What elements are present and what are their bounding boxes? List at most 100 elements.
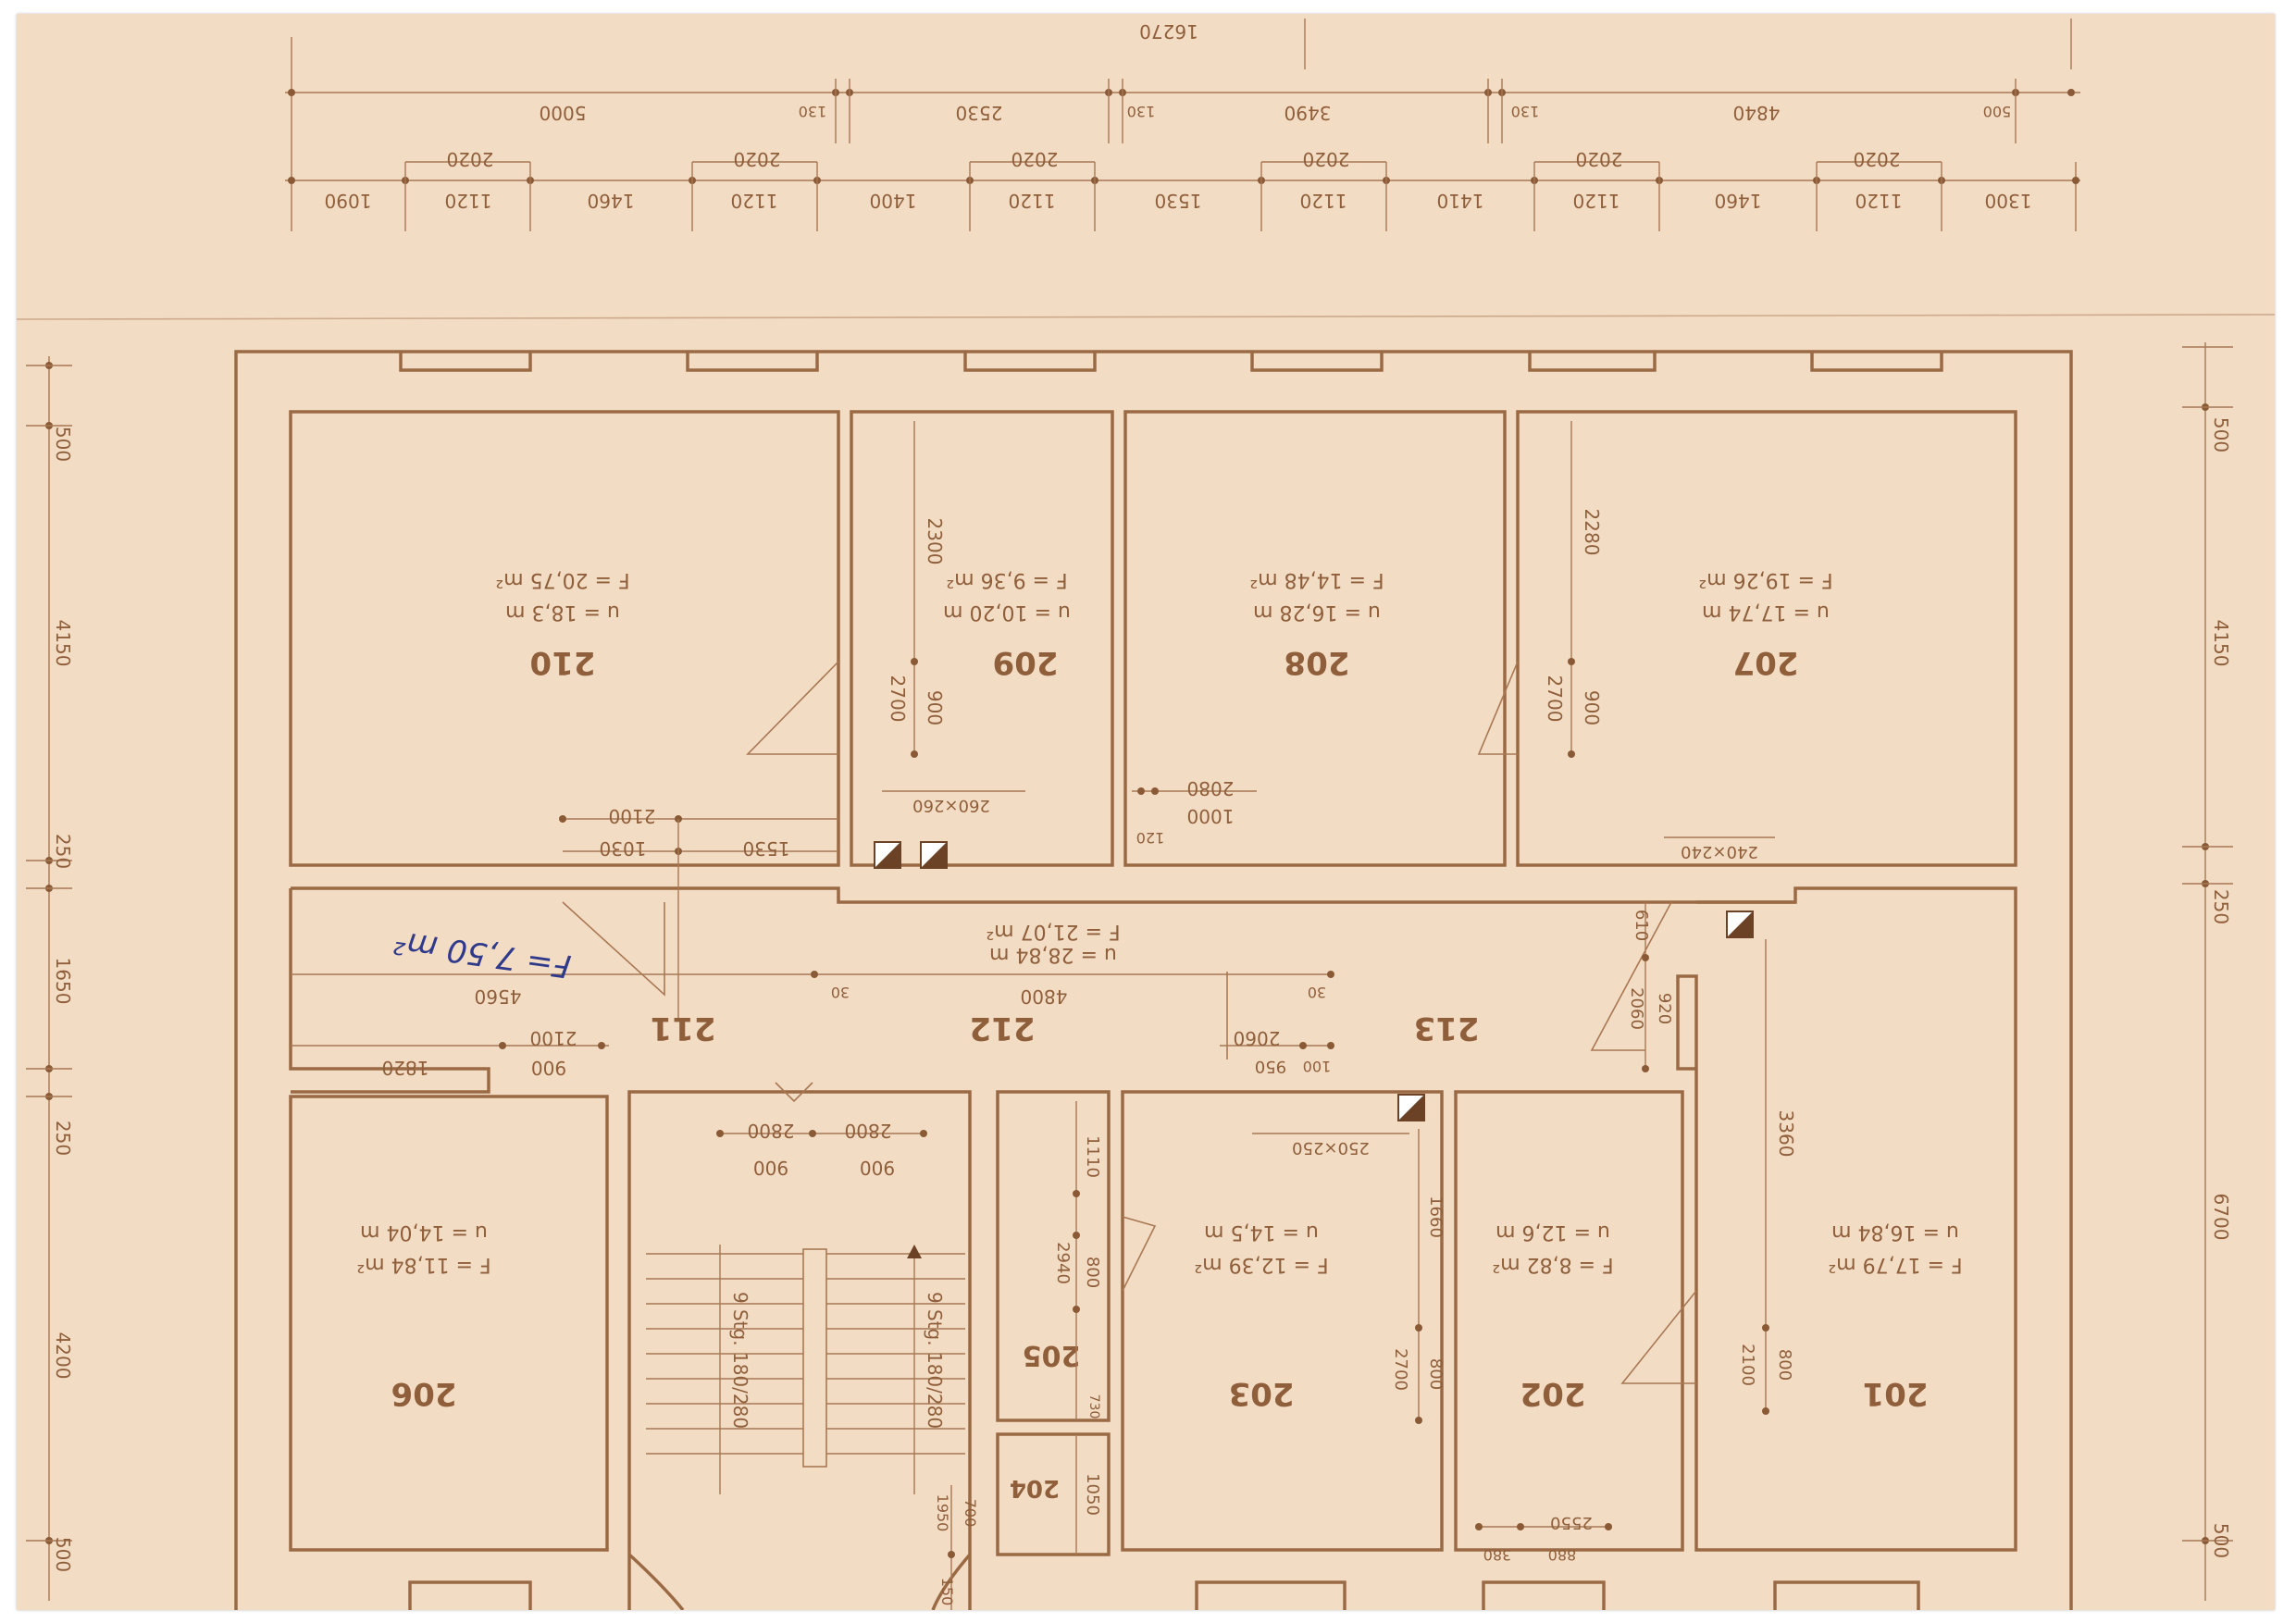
room-number: 208 — [1285, 644, 1350, 681]
room-203: 203 F = 12,39 m² u = 14,5 m — [1194, 1220, 1328, 1412]
dim-240: 240×240 — [1681, 842, 1758, 861]
left-dim-2: 250 — [52, 834, 74, 869]
dim-2700-a: 2700 — [887, 675, 909, 723]
dim-3360: 3360 — [1775, 1110, 1797, 1158]
dim-2940: 2940 — [1053, 1242, 1073, 1284]
right-dimension-chain: 500 4150 250 6700 500 — [2182, 342, 2233, 1601]
dim-2700-c: 2700 — [1391, 1348, 1410, 1391]
dim-1660: 1660 — [1426, 1196, 1446, 1238]
room-area: F = 17,79 m² — [1828, 1253, 1962, 1276]
room-202: 202 F = 8,82 m² u = 12,6 m — [1492, 1220, 1613, 1412]
stairs-right-label: 9 Stg. 180/280 — [924, 1292, 946, 1429]
left-dim-6: 500 — [52, 1537, 74, 1572]
room-number: 211 — [651, 1010, 716, 1047]
dim-4560: 4560 — [475, 985, 522, 1008]
dim-900-b: 900 — [1581, 690, 1603, 725]
dim-top1-4: 3490 — [1285, 102, 1332, 124]
dim-2100-a: 2100 — [609, 805, 656, 827]
dim-900-a: 900 — [924, 690, 946, 725]
room-205: 205 — [1023, 1339, 1081, 1371]
dim-top1-7: 500 — [1983, 103, 2012, 120]
room-number: 201 — [1863, 1375, 1929, 1412]
dim-730: 730 — [1086, 1394, 1101, 1419]
dim-2060: 2060 — [1234, 1027, 1281, 1049]
dim-top2-10: 1460 — [1715, 190, 1762, 212]
top-dimension-chain-1: 16270 5000 130 2530 130 3490 130 4840 50… — [285, 19, 2080, 231]
dim-610: 610 — [1632, 910, 1651, 941]
room-208: 208 F = 14,48 m² u = 16,28 m — [1249, 568, 1384, 681]
left-dim-3: 1650 — [52, 958, 74, 1005]
room-number: 202 — [1520, 1375, 1586, 1412]
dim-1530: 1530 — [743, 837, 790, 860]
vent-shafts — [874, 841, 1754, 1121]
room-number: 210 — [530, 644, 596, 681]
drawing-sheet: 16270 5000 130 2530 130 3490 130 4840 50… — [17, 14, 2275, 1610]
dim-900-e: 900 — [860, 1157, 895, 1179]
stairs-left-label: 9 Stg. 180/280 — [729, 1292, 751, 1429]
room-number: 206 — [391, 1375, 457, 1412]
room-perimeter: u = 16,28 m — [1253, 601, 1381, 624]
room-210: 210 F = 20,75 m² u = 18,3 m — [495, 568, 629, 681]
dim-120: 120 — [1136, 829, 1165, 847]
dim-top2-5: 1120 — [1009, 190, 1056, 212]
dim-30-b: 30 — [1308, 984, 1326, 1001]
win-dim-1: 2020 — [734, 148, 781, 170]
dim-1030: 1030 — [600, 837, 647, 860]
room-number: 212 — [970, 1010, 1036, 1047]
room-206: 206 F = 11,84 m² u = 14,04 m — [356, 1220, 490, 1412]
dim-700: 700 — [962, 1499, 979, 1528]
room-area: F = 21,07 m² — [986, 920, 1120, 943]
dim-top2-3: 1120 — [731, 190, 778, 212]
staircase: 9 Stg. 180/280 9 Stg. 180/280 — [646, 1245, 965, 1494]
dim-2280: 2280 — [1581, 509, 1603, 556]
dim-top2-11: 1120 — [1855, 190, 1903, 212]
win-dim-3: 2020 — [1303, 148, 1350, 170]
room-perimeter: u = 18,3 m — [505, 601, 620, 624]
dim-top2-0: 1090 — [325, 190, 372, 212]
dim-2300: 2300 — [924, 518, 946, 565]
left-dim-0: 500 — [52, 427, 74, 462]
door-swings — [562, 661, 1697, 1384]
dim-1050: 1050 — [1083, 1473, 1102, 1516]
dim-top2-7: 1120 — [1300, 190, 1347, 212]
overall-width-dim: 16270 — [1139, 20, 1198, 43]
right-dim-1: 4150 — [2210, 620, 2232, 667]
room-209: 209 F = 9,36 m² u = 10,20 m — [943, 568, 1071, 681]
room-perimeter: u = 16,84 m — [1831, 1220, 1959, 1244]
dim-top1-3: 130 — [1127, 103, 1156, 120]
floor-plan: 16270 5000 130 2530 130 3490 130 4840 50… — [17, 19, 2275, 1610]
dim-top2-12: 1300 — [1985, 190, 2032, 212]
room-211: 211 — [651, 1010, 716, 1047]
dim-top1-0: 5000 — [540, 102, 587, 124]
dim-top2-1: 1120 — [445, 190, 492, 212]
dim-900-d: 900 — [753, 1157, 788, 1179]
room-number: 203 — [1229, 1375, 1295, 1412]
dim-2060-b: 2060 — [1627, 987, 1646, 1030]
dim-30-a: 30 — [831, 984, 850, 1001]
room-213: 213 — [1414, 1010, 1480, 1047]
dim-2100-c: 2100 — [1738, 1344, 1757, 1386]
dim-250: 250×250 — [1292, 1138, 1370, 1158]
right-dim-4: 500 — [2210, 1523, 2232, 1558]
room-area: F = 12,39 m² — [1194, 1253, 1328, 1276]
room-207: 207 F = 19,26 m² u = 17,74 m — [1698, 568, 1832, 681]
dim-top2-8: 1410 — [1437, 190, 1484, 212]
left-dimension-chain: 500 4150 250 1650 250 4200 500 — [26, 356, 74, 1601]
right-dim-2: 250 — [2210, 889, 2232, 924]
dim-2800-b: 2800 — [845, 1120, 892, 1142]
room-area: F = 20,75 m² — [495, 568, 629, 591]
dim-800-a: 800 — [1083, 1257, 1102, 1288]
dim-800-c: 800 — [1775, 1349, 1794, 1381]
room-area: F = 9,36 m² — [946, 568, 1067, 591]
dim-150: 150 — [938, 1578, 956, 1606]
dim-top2-6: 1530 — [1155, 190, 1202, 212]
room-number: 207 — [1733, 644, 1799, 681]
room-number: 209 — [993, 644, 1059, 681]
dim-top2-2: 1460 — [588, 190, 635, 212]
dim-950: 950 — [1255, 1057, 1286, 1076]
room-perimeter: u = 28,84 m — [989, 943, 1117, 966]
dim-100: 100 — [1303, 1058, 1332, 1075]
dim-380: 380 — [1483, 1546, 1512, 1564]
dim-1110: 1110 — [1083, 1135, 1102, 1178]
dim-4800: 4800 — [1021, 985, 1068, 1008]
